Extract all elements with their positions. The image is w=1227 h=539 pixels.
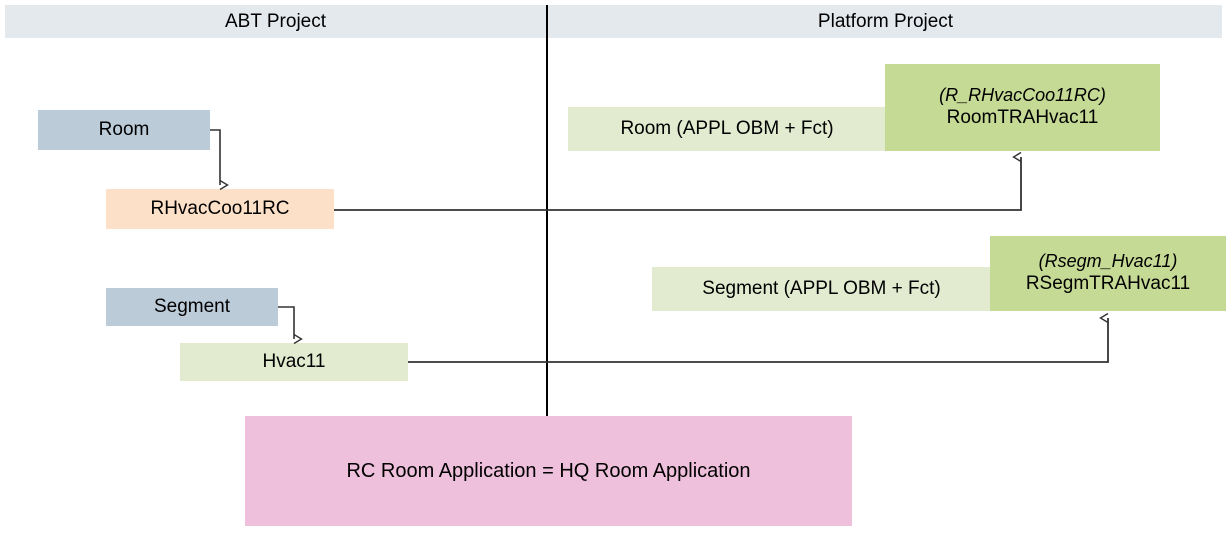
column-header-band xyxy=(5,5,1222,38)
node-room-appl-obm-fct-label: Room (APPL OBM + Fct) xyxy=(620,117,834,139)
node-rsegmtrahvac11[interactable]: (Rsegm_Hvac11) RSegmTRAHvac11 xyxy=(990,236,1226,311)
node-segment-appl-obm-fct[interactable]: Segment (APPL OBM + Fct) xyxy=(652,267,991,311)
node-roomtrahvac11[interactable]: (R_RHvacCoo11RC) RoomTRAHvac11 xyxy=(885,64,1160,151)
node-rhvaccoo11rc[interactable]: RHvacCoo11RC xyxy=(106,189,334,229)
connector-room-to-rhvaccoo11rc xyxy=(210,129,220,185)
column-divider xyxy=(546,5,548,425)
node-roomtrahvac11-label: RoomTRAHvac11 xyxy=(946,106,1099,128)
node-segment[interactable]: Segment xyxy=(106,288,278,326)
node-room[interactable]: Room xyxy=(38,110,210,150)
connector-segment-to-hvac11 xyxy=(278,306,294,339)
node-room-label: Room xyxy=(98,118,150,140)
node-roomtrahvac11-sublabel: (R_RHvacCoo11RC) xyxy=(939,85,1106,106)
node-rhvaccoo11rc-label: RHvacCoo11RC xyxy=(150,197,290,219)
node-segment-appl-obm-fct-label: Segment (APPL OBM + Fct) xyxy=(702,277,941,299)
connector-hvac11-to-rsegmtrahvac11 xyxy=(408,318,1109,363)
node-segment-label: Segment xyxy=(153,295,231,317)
node-hvac11[interactable]: Hvac11 xyxy=(180,343,408,381)
note-rc-room-application[interactable]: RC Room Application = HQ Room Applicatio… xyxy=(245,416,852,526)
column-header-abt-project: ABT Project xyxy=(224,11,327,32)
column-header-platform-project: Platform Project xyxy=(817,11,954,32)
node-room-appl-obm-fct[interactable]: Room (APPL OBM + Fct) xyxy=(568,107,886,151)
node-hvac11-label: Hvac11 xyxy=(262,350,326,372)
connector-rhvaccoo11rc-to-roomtrahvac11 xyxy=(334,157,1022,211)
note-rc-room-application-label: RC Room Application = HQ Room Applicatio… xyxy=(346,460,751,482)
node-rsegmtrahvac11-label: RSegmTRAHvac11 xyxy=(1025,272,1191,294)
node-rsegmtrahvac11-sublabel: (Rsegm_Hvac11) xyxy=(1038,251,1178,272)
